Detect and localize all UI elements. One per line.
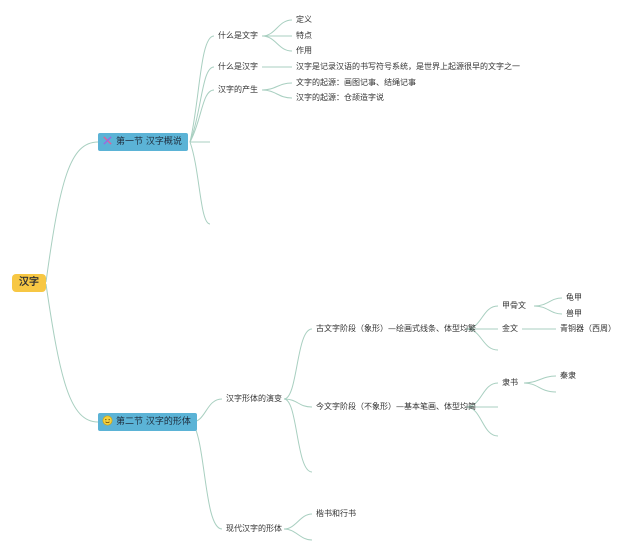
connector-kaishu (283, 513, 313, 530)
connector-s1-what-writing (189, 35, 215, 143)
connector-definition (261, 19, 293, 37)
topic-modern-forms[interactable]: 现代汉字的形体 (226, 524, 282, 533)
connector-root-section2 (45, 283, 99, 423)
topic-modern-stage[interactable]: 今文字阶段（不象形）—基本笔画、体型均简 (316, 402, 476, 411)
node-oracle-bone[interactable]: 甲骨文 (502, 301, 526, 310)
leaf-definition[interactable]: 定义 (296, 15, 312, 24)
leaf-feature[interactable]: 特点 (296, 31, 312, 40)
connector-modern-shape-empty (283, 528, 313, 541)
leaf-writing-origin[interactable]: 文字的起源：画图记事、结绳记事 (296, 78, 416, 87)
connector-ancient-empty (465, 328, 499, 351)
section-node-overview[interactable]: 第一节 汉字概说 (98, 133, 188, 151)
connector-s1-what-hanzi (189, 66, 215, 143)
section-node-form[interactable]: 第二节 汉字的形体 (98, 413, 197, 431)
connector-function (261, 35, 293, 52)
connector-ancient (283, 328, 313, 400)
connector-clerical (465, 382, 499, 408)
section-title: 第二节 汉字的形体 (116, 417, 191, 427)
connector-turtle (533, 297, 563, 307)
connector-beast (533, 305, 563, 315)
node-clerical-script[interactable]: 隶书 (502, 378, 518, 387)
connector-root-section1 (45, 141, 99, 283)
connector-clerical-empty (523, 382, 557, 393)
topic-what-is-hanzi[interactable]: 什么是汉字 (218, 62, 258, 71)
smiley-icon (102, 415, 113, 426)
connector-evo-empty (283, 398, 313, 473)
topic-ancient-stage[interactable]: 古文字阶段（象形）—绘画式线条、体型均繁 (316, 324, 476, 333)
connector-s1-origin (189, 89, 215, 143)
crossed-tools-icon (103, 136, 112, 145)
topic-evolution[interactable]: 汉字形体的演变 (226, 394, 282, 403)
connector-s2-modern (191, 421, 223, 530)
connector-s1-empty-b (189, 141, 211, 225)
leaf-function[interactable]: 作用 (296, 46, 312, 55)
connector-oracle (465, 305, 499, 330)
section-title: 第一节 汉字概说 (116, 137, 182, 147)
connector-writing-origin (261, 82, 293, 91)
connector-hanzi-origin (261, 89, 293, 99)
leaf-bronzeware[interactable]: 青铜器（西周） (560, 324, 616, 333)
topic-what-is-writing[interactable]: 什么是文字 (218, 31, 258, 40)
leaf-hanzi-origin[interactable]: 汉字的起源：仓颉造字说 (296, 93, 384, 102)
leaf-turtle-shell[interactable]: 龟甲 (566, 293, 582, 302)
connector-modern-empty-b (465, 406, 499, 437)
leaf-regular-running-script[interactable]: 楷书和行书 (316, 509, 356, 518)
topic-origin[interactable]: 汉字的产生 (218, 85, 258, 94)
connector-qin-clerical (523, 375, 557, 384)
leaf-qin-clerical[interactable]: 秦隶 (560, 371, 576, 380)
leaf-animal-bone[interactable]: 兽甲 (566, 309, 582, 318)
leaf-hanzi-description[interactable]: 汉字是记录汉语的书写符号系统，是世界上起源很早的文字之一 (296, 62, 520, 71)
connector-modern-stage (283, 398, 313, 408)
node-bronze-script[interactable]: 金文 (502, 324, 518, 333)
root-node[interactable]: 汉字 (12, 274, 46, 292)
